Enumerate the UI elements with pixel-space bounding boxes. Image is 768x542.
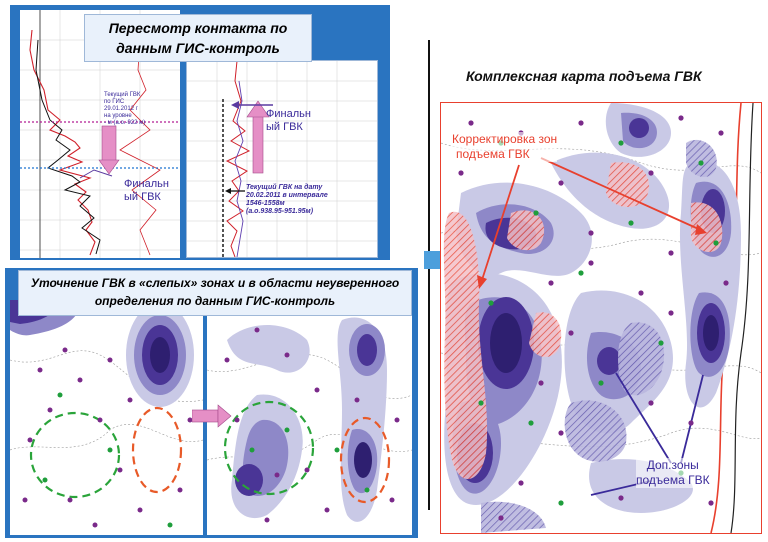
complex-map [440,102,762,534]
correction-zones-label: Корректировка зон подъема ГВК [452,132,558,162]
right-log-chart [186,60,378,258]
bottom-left-map [10,300,203,535]
top-panel-title: Пересмотр контакта по данным ГИС-контрол… [84,14,312,62]
bottom-panel-title: Уточнение ГВК в «слепых» зонах и в облас… [18,270,412,316]
left-final-gvk-label: Финальн ый ГВК [124,178,169,203]
maps-transition-arrow [191,404,232,428]
bottom-right-map [207,300,412,535]
right-panel-title: Комплексная карта подъема ГВК [466,68,702,84]
extra-zones-label: Доп.зоны подъема ГВК [636,458,710,488]
right-final-gvk-label: Финальн ый ГВК [266,108,311,133]
left-log-note: Текущий ГВК по ГИС 29.01.2012 г на уровн… [104,92,146,126]
right-current-gvk-label: Текущий ГВК на дату 20.02.2011 в интерва… [246,184,328,215]
divider-line [428,40,430,510]
